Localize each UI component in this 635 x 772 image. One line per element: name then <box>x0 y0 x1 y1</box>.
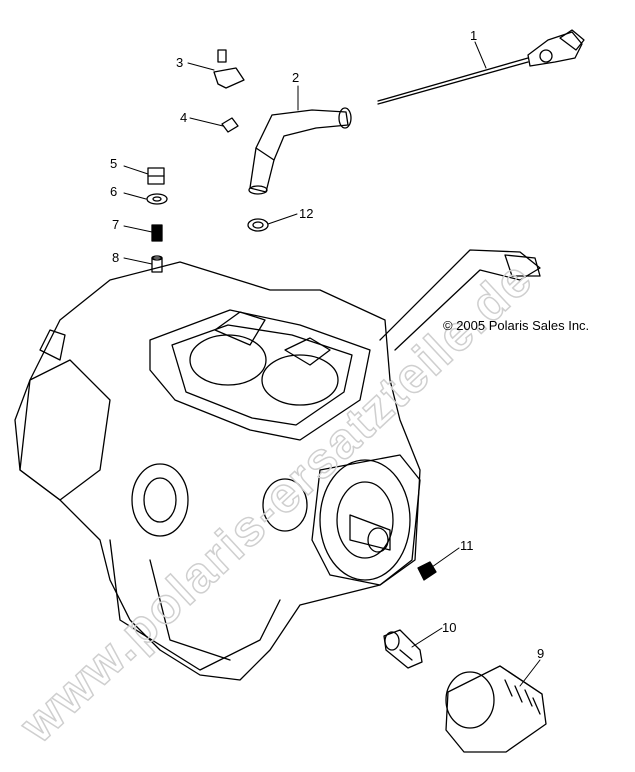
callout-6: 6 <box>110 184 117 199</box>
callout-8: 8 <box>112 250 119 265</box>
callout-labels: 1 2 3 4 5 6 7 8 9 10 11 12 <box>110 28 544 661</box>
copyright-notice: © 2005 Polaris Sales Inc. <box>443 318 590 333</box>
callout-4: 4 <box>180 110 187 125</box>
part-6-washer <box>146 193 168 205</box>
part-8-plunger <box>151 255 163 273</box>
callout-10: 10 <box>442 620 456 635</box>
callout-7: 7 <box>112 217 119 232</box>
leader-lines <box>123 41 541 687</box>
callout-11: 11 <box>460 538 474 553</box>
callout-9: 9 <box>537 646 544 661</box>
engine-crankcase <box>14 249 541 681</box>
part-1-dipstick <box>377 29 585 105</box>
callout-1: 1 <box>470 28 477 43</box>
part-12-o-ring <box>247 218 269 232</box>
part-10-fitting <box>383 629 423 669</box>
part-7-spring <box>151 224 163 242</box>
callout-12: 12 <box>299 206 313 221</box>
callout-2: 2 <box>292 70 299 85</box>
callout-3: 3 <box>176 55 183 70</box>
part-3-bracket <box>213 49 245 89</box>
part-9-oil-filter <box>445 665 547 753</box>
callout-5: 5 <box>110 156 117 171</box>
part-4-bolt <box>221 117 239 133</box>
part-5-plug <box>147 167 165 185</box>
part-2-fill-tube <box>248 107 352 195</box>
part-11-plug <box>417 561 437 581</box>
